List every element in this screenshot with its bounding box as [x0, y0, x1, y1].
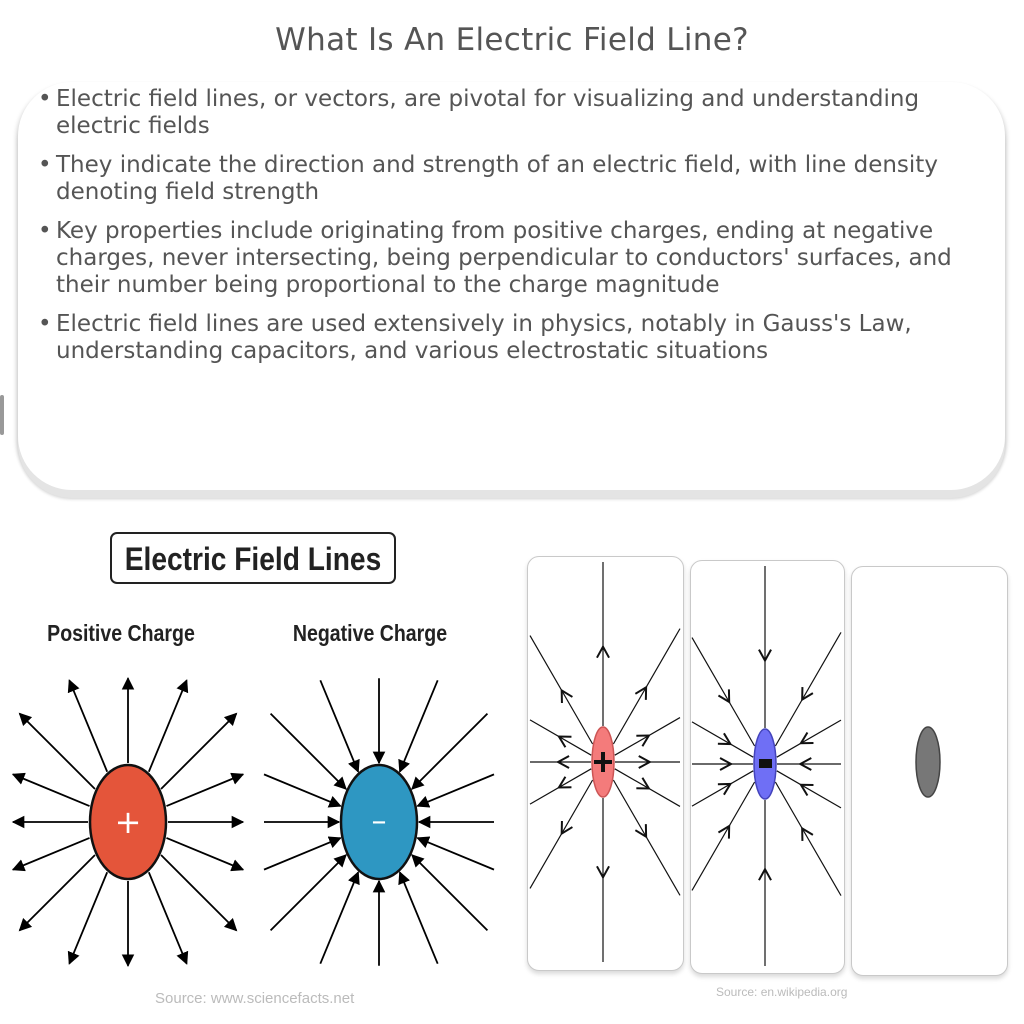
- negative-panel-lines: [691, 566, 842, 966]
- field-line: [398, 871, 439, 965]
- direction-arrow: [758, 649, 772, 663]
- panel-field-line: [774, 632, 842, 747]
- field-line: [160, 712, 238, 790]
- panel-field-line: [691, 781, 756, 891]
- negative-charge-label: Negative Charge: [293, 621, 447, 647]
- positive-charge-circle: [88, 763, 168, 881]
- plus-vertical: [601, 752, 605, 772]
- neutral-charge: [915, 726, 941, 798]
- field-line: [398, 679, 439, 773]
- positive-sign: +: [115, 803, 142, 841]
- left-source: Source: www.sciencefacts.net: [155, 990, 355, 1007]
- field-line: [263, 773, 342, 808]
- panel-field-line: [691, 637, 756, 747]
- edge-mark: [0, 395, 4, 435]
- positive-panel-lines: [529, 562, 681, 962]
- field-line: [319, 679, 360, 773]
- field-line: [411, 712, 489, 790]
- panel-field-line: [691, 770, 754, 807]
- field-line: [11, 837, 90, 872]
- field-line: [269, 854, 347, 932]
- direction-arrow: [636, 777, 651, 790]
- field-line: [416, 836, 495, 871]
- field-line: [18, 712, 96, 790]
- direction-arrow: [717, 782, 733, 796]
- positive-charge-label: Positive Charge: [47, 621, 195, 647]
- panel-field-line: [776, 719, 842, 758]
- panel-field-line: [691, 721, 754, 758]
- diagram-heading: Electric Field Lines: [125, 542, 382, 577]
- direction-arrow: [634, 824, 648, 839]
- field-line: [160, 854, 238, 932]
- direction-arrow: [799, 783, 814, 796]
- direction-arrow: [634, 685, 648, 700]
- bullet-item: Key properties include originating from …: [36, 218, 996, 299]
- direction-arrow: [801, 687, 814, 702]
- field-line: [67, 679, 109, 773]
- direction-arrow: [638, 755, 652, 769]
- direction-arrow: [557, 776, 572, 789]
- direction-arrow: [636, 734, 651, 747]
- field-line: [147, 679, 189, 773]
- field-line: [319, 871, 360, 965]
- negative-sign: –: [372, 804, 387, 839]
- direction-arrow: [560, 688, 573, 704]
- positive-field-lines: [11, 676, 245, 968]
- field-line: [11, 772, 90, 807]
- bullet-item: Electric field lines are used extensivel…: [36, 311, 996, 365]
- field-line: [166, 772, 245, 807]
- right-source: Source: en.wikipedia.org: [716, 985, 848, 999]
- field-line: [67, 871, 109, 965]
- direction-arrow: [801, 826, 814, 841]
- minus-sign: [759, 759, 772, 768]
- direction-arrow: [799, 732, 814, 745]
- bullet-item: They indicate the direction and strength…: [36, 152, 996, 206]
- page-title: What Is An Electric Field Line?: [275, 22, 749, 58]
- field-line: [416, 773, 495, 808]
- field-line: [411, 854, 489, 932]
- field-line: [166, 837, 245, 872]
- direction-arrow: [717, 732, 733, 746]
- negative-field-lines: [263, 678, 495, 966]
- direction-arrow: [719, 757, 734, 771]
- direction-arrow: [717, 689, 731, 704]
- direction-arrow: [596, 644, 610, 659]
- direction-arrow: [560, 820, 573, 836]
- negative-charge-circle: [339, 763, 419, 881]
- bullet-item: Electric field lines, or vectors, are pi…: [36, 86, 996, 140]
- wikipedia-field-diagram: [529, 562, 941, 966]
- field-line: [263, 836, 342, 871]
- direction-arrow: [798, 757, 812, 771]
- electric-field-lines-diagram: Electric Field Lines Positive Charge Neg…: [11, 532, 495, 968]
- direction-arrow: [596, 865, 610, 880]
- direction-arrow: [555, 755, 570, 769]
- panel-field-line: [776, 770, 842, 809]
- heading-box: [110, 532, 396, 584]
- field-line: [18, 854, 96, 932]
- direction-arrow: [758, 867, 772, 881]
- field-line: [147, 871, 189, 965]
- bullet-list: Electric field lines, or vectors, are pi…: [36, 86, 996, 377]
- direction-arrow: [717, 824, 731, 839]
- direction-arrow: [557, 735, 572, 748]
- panel-field-line: [774, 781, 842, 896]
- field-line: [269, 712, 347, 790]
